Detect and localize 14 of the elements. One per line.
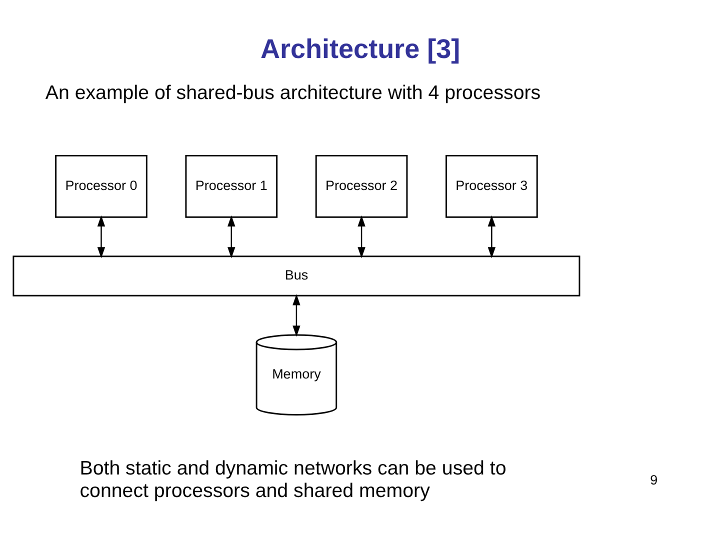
label: Both static and dynamic networks can be used to connect processors and shared memory <box>80 457 506 502</box>
node-box: Processor 3 <box>446 154 538 218</box>
arrow <box>488 214 496 258</box>
arrow <box>228 214 236 258</box>
arrow <box>97 214 106 258</box>
node-box: Processor 0 <box>55 154 148 218</box>
diagram-title: Architecture [3] <box>260 34 460 64</box>
arrow <box>358 214 366 258</box>
node-box: Processor 1 <box>185 154 278 218</box>
arrow <box>292 294 300 336</box>
node-box: Processor 2 <box>315 154 408 218</box>
node-box: Bus <box>12 255 580 296</box>
label: 9 <box>650 472 658 488</box>
label: An example of shared-bus architecture with 4 processors <box>45 81 541 104</box>
